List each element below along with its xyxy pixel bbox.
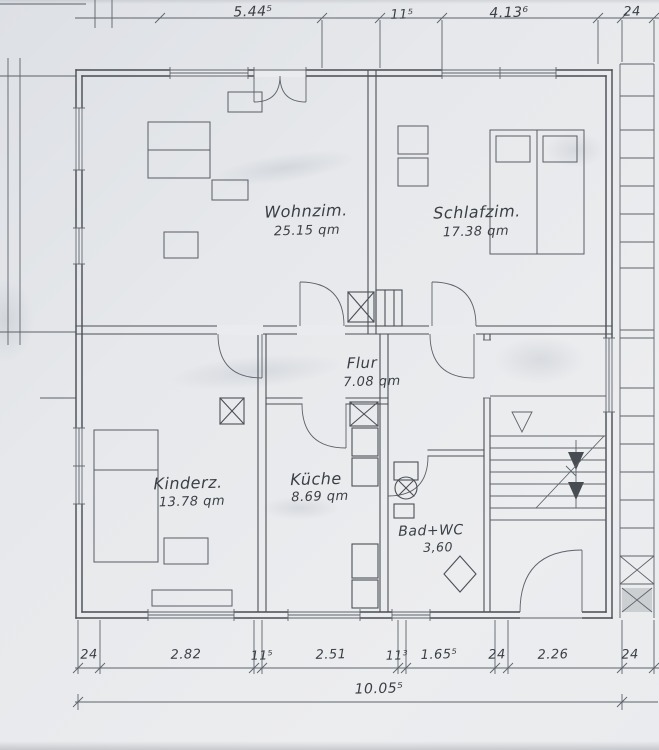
furniture — [93, 91, 585, 607]
room-area-flur: 7.08 qm — [343, 373, 401, 391]
dim-top-0: 5.44⁵ — [233, 3, 273, 21]
dimension-chain-bottom — [72, 620, 659, 710]
room-label-kueche: Küche — [290, 468, 342, 490]
margin-artifacts — [0, 0, 113, 399]
windows — [73, 67, 615, 621]
dim-bottom-0: 24 — [80, 647, 98, 663]
dim-top-1: 11⁵ — [390, 7, 414, 23]
room-label-kinderzimmer: Kinderz. — [153, 472, 223, 494]
page-edge-bottom — [0, 741, 659, 750]
room-area-wohnzimmer: 25.15 qm — [273, 222, 341, 240]
dim-bottom-2: 11⁵ — [250, 647, 274, 663]
room-area-kueche: 8.69 qm — [291, 488, 349, 506]
dim-top-2: 4.13⁶ — [489, 4, 529, 22]
dim-total: 10.05⁵ — [354, 680, 404, 698]
room-area-bad-wc: 3,60 — [422, 539, 454, 555]
room-label-flur: Flur — [346, 353, 378, 373]
dim-bottom-1: 2.82 — [170, 647, 202, 663]
dim-bottom-4: 11³ — [385, 647, 409, 663]
dim-bottom-7: 2.26 — [537, 647, 569, 663]
staircase — [490, 395, 606, 521]
fixtures — [219, 289, 477, 609]
dim-bottom-5: 1.65⁵ — [420, 647, 458, 663]
scan-smudges — [0, 132, 605, 520]
dimension-chain-top — [75, 12, 659, 68]
doors — [217, 67, 583, 619]
room-label-bad-wc: Bad+WC — [398, 522, 464, 540]
dim-bottom-6: 24 — [488, 647, 506, 663]
room-area-kinderzimmer: 13.78 qm — [158, 493, 226, 511]
room-label-schlafzimmer: Schlafzim. — [433, 201, 521, 223]
dim-bottom-8: 24 — [621, 647, 639, 663]
dim-bottom-3: 2.51 — [315, 647, 347, 663]
dim-top-3: 24 — [623, 4, 641, 20]
right-annex-strip — [619, 63, 655, 618]
room-area-schlafzimmer: 17.38 qm — [442, 223, 510, 241]
room-label-wohnzimmer: Wohnzim. — [264, 200, 348, 222]
page-edge-top — [0, 0, 659, 4]
wall-openings — [217, 325, 491, 399]
